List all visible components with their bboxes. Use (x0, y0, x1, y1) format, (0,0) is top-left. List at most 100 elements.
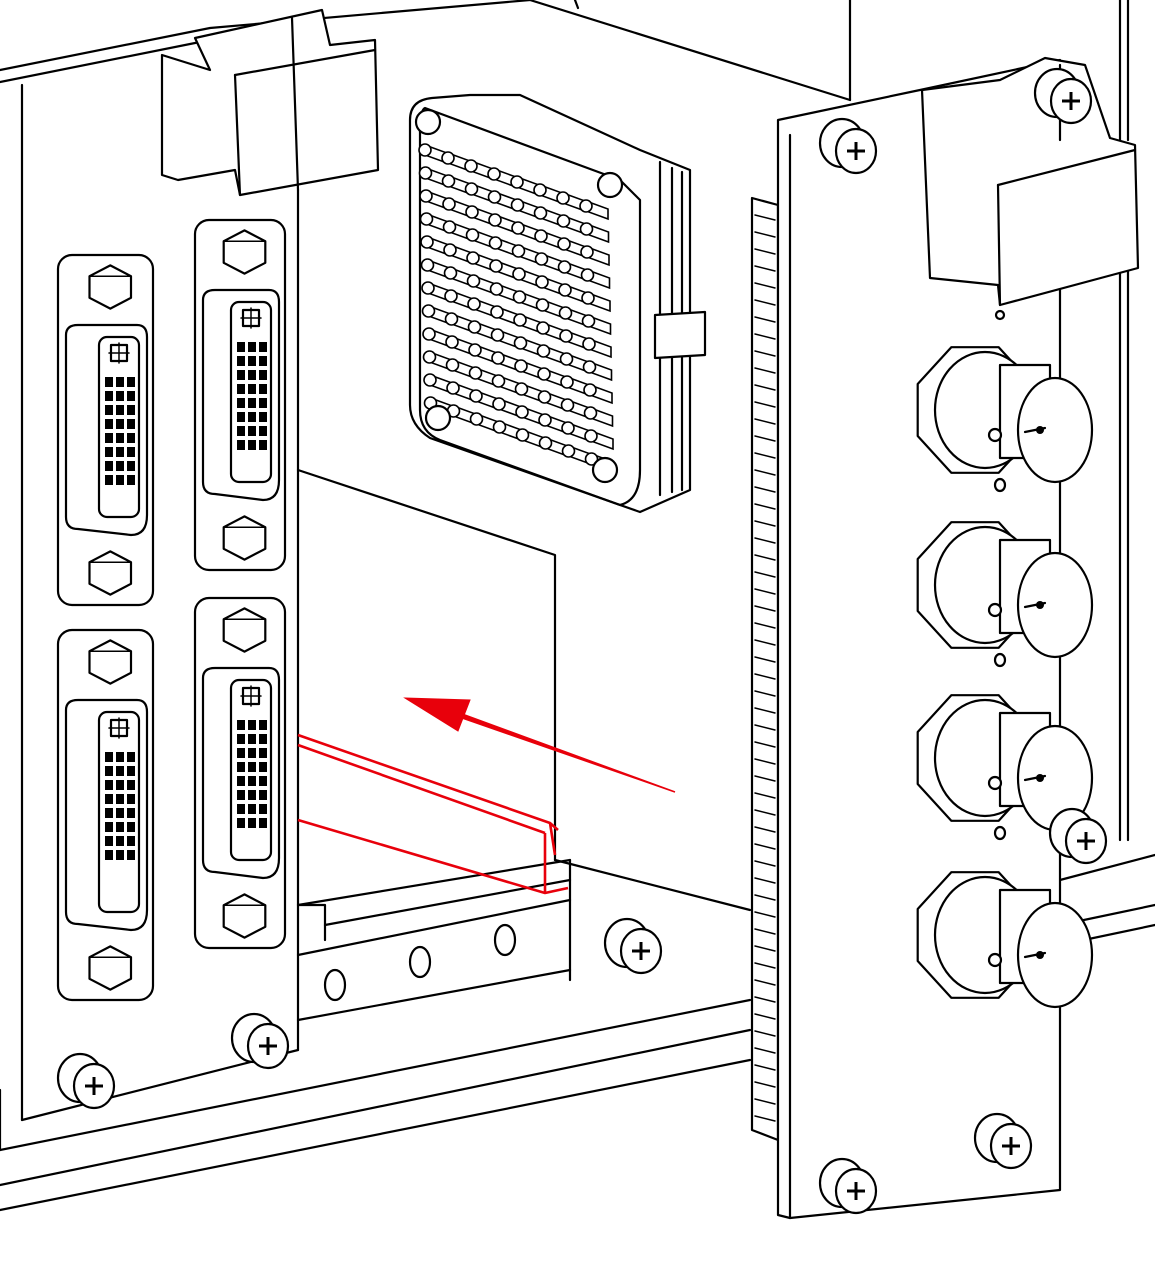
chassis-top-diagonal (528, 0, 852, 102)
dvi-pin (237, 762, 245, 772)
dvi-pin (248, 734, 256, 744)
dvi-pin (127, 780, 135, 790)
edge-tick (754, 418, 776, 425)
edge-tick (754, 265, 776, 272)
dvi-connector[interactable] (56, 628, 155, 1002)
dvi-pin (259, 342, 267, 352)
dvi-panel-handle[interactable] (160, 8, 380, 197)
edge-tick (754, 1064, 776, 1071)
lower-rail-tab (296, 903, 327, 942)
dvi-pin (237, 412, 245, 422)
alignment-post (596, 171, 624, 199)
pin-tip (558, 306, 573, 320)
dvi-connector[interactable] (193, 596, 287, 950)
dvi-pin (116, 447, 124, 457)
edge-tick (754, 401, 776, 408)
bnc-panel-handle[interactable] (920, 56, 1140, 307)
dvi-connector[interactable] (56, 253, 155, 607)
edge-tick (754, 809, 776, 816)
edge-tick (754, 860, 776, 867)
pin-tip (490, 305, 504, 319)
edge-tick (754, 350, 776, 357)
dvi-pin (259, 804, 267, 814)
edge-tick (754, 945, 776, 952)
dvi-pin (248, 412, 256, 422)
pin-tip (492, 420, 507, 434)
dvi-pin (127, 447, 135, 457)
housing-latch[interactable] (653, 310, 707, 360)
captive-screw-icon[interactable] (818, 1157, 878, 1215)
pin-tip (511, 221, 525, 235)
bottom-rail-3 (0, 1058, 752, 1212)
pin-tip (510, 198, 525, 212)
edge-tick (754, 928, 776, 935)
pin-tip (512, 267, 526, 281)
rail-hole-2 (408, 945, 432, 979)
bnc-connector[interactable] (916, 871, 1094, 1009)
alignment-post (591, 456, 619, 484)
dvi-pin (127, 752, 135, 762)
edge-tick (754, 1030, 776, 1037)
pin-tip (490, 328, 505, 342)
dvi-pin (237, 720, 245, 730)
pin-tip (423, 373, 437, 387)
captive-screw-icon[interactable] (230, 1012, 290, 1070)
connector-pin (580, 245, 610, 267)
bnc-handle-line-1 (996, 148, 1137, 187)
pin-tip (469, 412, 484, 426)
captive-screw-icon[interactable] (973, 1112, 1033, 1170)
pin-tip (466, 274, 481, 288)
lower-rail-mid (323, 878, 572, 927)
bnc-connector[interactable] (916, 521, 1094, 668)
captive-screw-icon[interactable] (818, 117, 878, 175)
dvi-pin (105, 433, 113, 443)
connector-pin (579, 222, 610, 244)
dvi-pin (116, 475, 124, 485)
edge-tick (754, 503, 776, 510)
dvi-pin (248, 398, 256, 408)
edge-tick (754, 843, 776, 850)
handle-inner-edge (290, 16, 300, 192)
captive-screw-icon[interactable] (603, 917, 663, 975)
captive-screw-icon[interactable] (1048, 807, 1108, 865)
dvi-pin (116, 405, 124, 415)
pin-tip (441, 174, 456, 188)
arrow-shaft (461, 712, 676, 793)
bnc-connector[interactable] (916, 694, 1094, 841)
pin-tip (559, 352, 574, 366)
edge-tick (754, 435, 776, 442)
captive-screw-icon[interactable] (1033, 67, 1093, 125)
card-edge-strip (750, 196, 780, 1142)
pin-grid (414, 108, 624, 484)
captive-screw-icon[interactable] (56, 1052, 116, 1110)
pin-tip (420, 258, 435, 272)
alignment-post (414, 108, 442, 136)
dvi-pin (237, 370, 245, 380)
edge-tick (754, 214, 776, 221)
dvi-pin (127, 822, 135, 832)
dvi-pin (105, 822, 113, 832)
dvi-pin (127, 850, 135, 860)
dvi-pin (248, 384, 256, 394)
pin-tip (446, 381, 460, 395)
card-edge-ticks (754, 214, 776, 1122)
bnc-center-conductor (1023, 951, 1047, 959)
bnc-panel-dot-top (994, 309, 1006, 321)
bnc-connector[interactable] (916, 346, 1094, 493)
lower-rail-base (296, 968, 572, 1022)
edge-tick (754, 316, 776, 323)
edge-tick (754, 758, 776, 765)
pin-tip (561, 444, 576, 458)
guide-rail-top-inner (297, 743, 546, 835)
pin-tip (467, 320, 482, 334)
pin-tip (445, 335, 459, 349)
dvi-connector[interactable] (193, 218, 287, 572)
dvi-pin (237, 426, 245, 436)
dvi-pin (248, 440, 256, 450)
jack-screw-nut (88, 264, 133, 310)
dvi-pin (259, 776, 267, 786)
panel-mount-hole (993, 825, 1007, 841)
connector-pin (582, 337, 612, 359)
dvi-pin (237, 384, 245, 394)
dvi-pin (237, 440, 245, 450)
